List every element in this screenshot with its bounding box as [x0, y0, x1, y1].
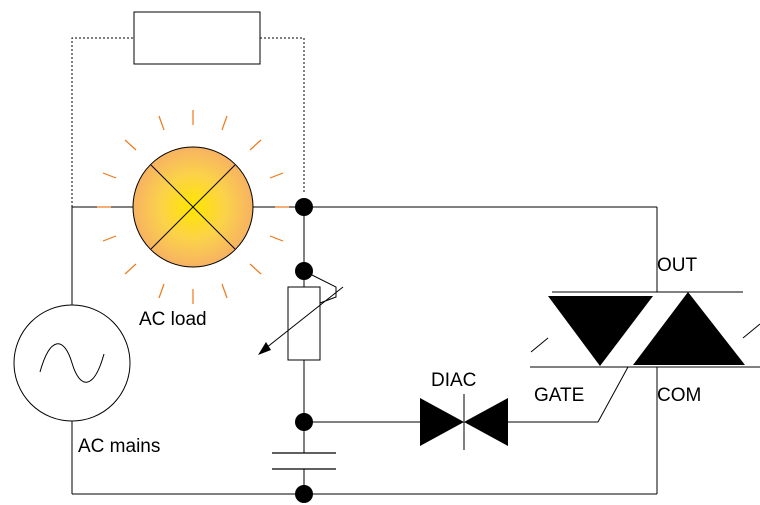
triac-left-tick	[530, 337, 549, 353]
lamp-rays	[97, 110, 289, 304]
capacitor-icon	[272, 452, 336, 470]
resistor-icon	[133, 11, 261, 65]
triac-right-tick	[742, 323, 760, 339]
pot-wiper	[265, 286, 344, 349]
label-ac-load: AC load	[139, 309, 207, 330]
lamp-icon	[97, 110, 289, 304]
pot-arrow-head	[258, 342, 271, 355]
triac-down-triangle	[548, 296, 653, 366]
diac-icon	[420, 394, 508, 450]
sine-wave	[39, 343, 105, 383]
bypass-resistor	[71, 11, 305, 207]
bypass-wire-right	[260, 37, 305, 192]
triac-icon	[530, 291, 760, 368]
label-ac-mains: AC mains	[78, 436, 160, 457]
ac-source-icon	[13, 304, 131, 422]
junctions	[295, 198, 313, 503]
triac-up-triangle	[633, 292, 745, 365]
junction-diac	[295, 413, 313, 431]
pot-body	[287, 286, 321, 361]
wire-gate-lead	[597, 366, 629, 423]
label-com: COM	[657, 385, 701, 406]
label-out: OUT	[657, 255, 698, 276]
bypass-wire-left	[71, 37, 134, 207]
label-gate: GATE	[534, 385, 584, 406]
label-diac: DIAC	[431, 370, 476, 391]
potentiometer-icon	[258, 270, 344, 361]
junction-bottom	[295, 485, 313, 503]
junction-top	[295, 198, 313, 216]
junction-pot	[295, 262, 313, 280]
